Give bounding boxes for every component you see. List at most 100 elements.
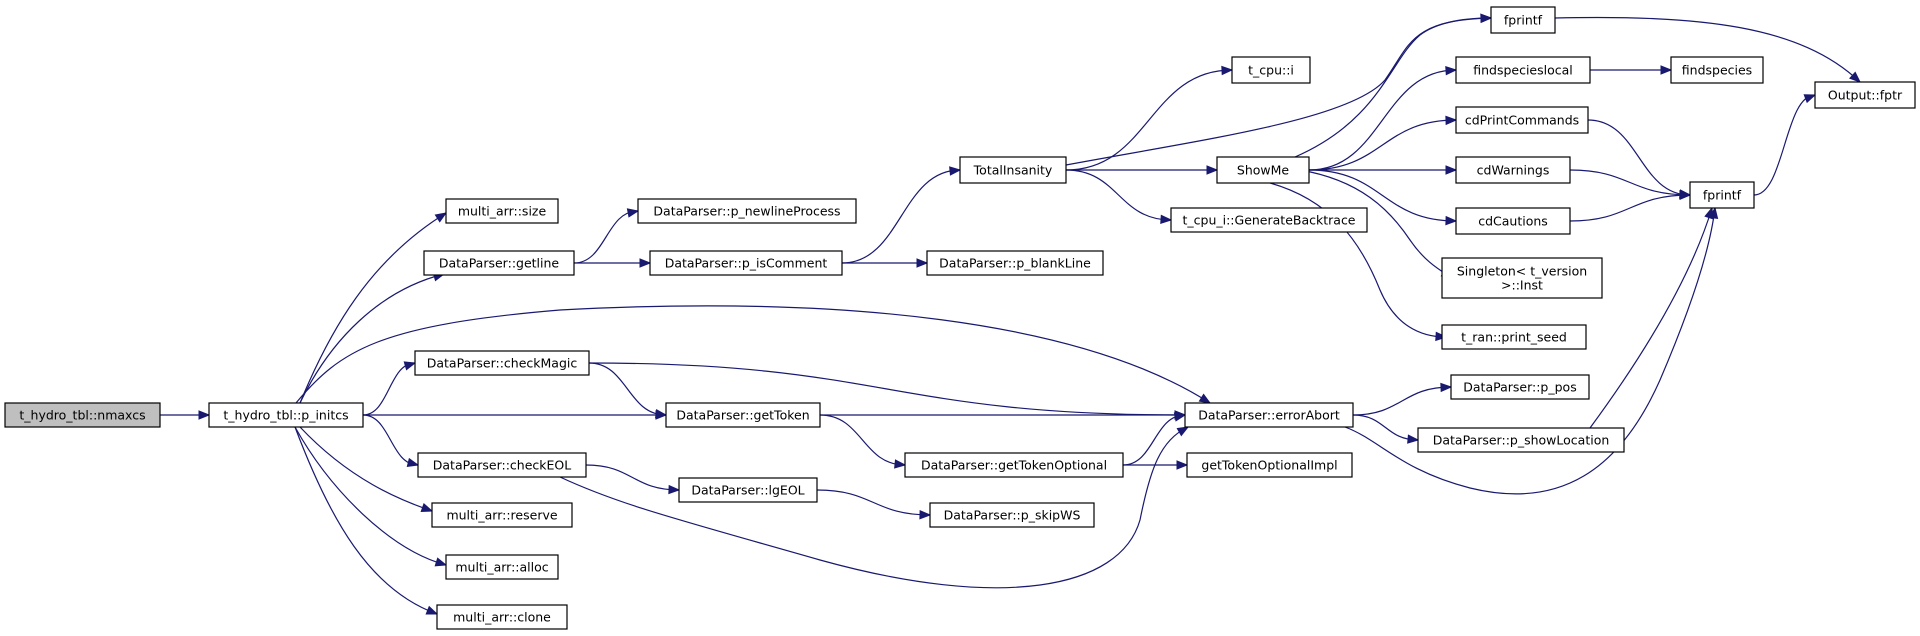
arrowhead-icon [1704, 206, 1714, 220]
arrowhead-icon [894, 459, 907, 469]
node-errorAbort[interactable]: DataParser::errorAbort [1184, 402, 1354, 428]
node-label: DataParser::checkEOL [433, 458, 572, 473]
node-size[interactable]: multi_arr::size [445, 198, 559, 224]
node-box [1455, 106, 1589, 134]
node-label: DataParser::p_isComment [665, 256, 828, 271]
node-p_showLocation[interactable]: DataParser::p_showLocation [1417, 427, 1625, 453]
edge-p_initcs-to-getToken [363, 410, 668, 420]
node-label: t_hydro_tbl::nmaxcs [19, 408, 145, 423]
arrowhead-icon [1176, 426, 1190, 437]
node-t_cpu_i[interactable]: t_cpu::i [1231, 56, 1311, 84]
node-box [1417, 427, 1625, 453]
arrowhead-icon [420, 503, 434, 512]
edge-ShowMe-to-print_seed [1269, 182, 1448, 342]
node-GenerateBacktrace[interactable]: t_cpu_i::GenerateBacktrace [1170, 207, 1368, 233]
edge-line [299, 212, 447, 404]
edge-getline-to-p_isComment [574, 258, 652, 268]
edge-line [1569, 194, 1691, 222]
arrowhead-icon [1445, 115, 1458, 126]
edge-p_initcs-to-size [299, 212, 448, 404]
edge-line [299, 273, 445, 404]
node-p_newlineProcess[interactable]: DataParser::p_newlineProcess [637, 198, 857, 224]
node-box [1689, 181, 1755, 209]
node-box [1455, 207, 1571, 235]
node-print_seed[interactable]: t_ran::print_seed [1441, 324, 1587, 350]
node-ShowMe[interactable]: ShowMe [1216, 156, 1310, 184]
arrowhead-icon [1407, 434, 1420, 444]
node-findspecieslocal[interactable]: findspecieslocal [1455, 56, 1591, 84]
node-p_skipWS[interactable]: DataParser::p_skipWS [929, 502, 1095, 528]
arrowhead-icon [639, 258, 652, 268]
edge-line [362, 362, 416, 416]
node-label: DataParser::getTokenOptional [921, 458, 1107, 473]
node-checkMagic[interactable]: DataParser::checkMagic [414, 350, 590, 376]
edge-p_initcs-to-alloc [294, 426, 448, 567]
node-box [417, 452, 587, 478]
node-checkEOL[interactable]: DataParser::checkEOL [417, 452, 587, 478]
node-getTokenOptionalImpl[interactable]: getTokenOptionalImpl [1186, 452, 1353, 478]
node-TotalInsanity[interactable]: TotalInsanity [959, 156, 1067, 184]
node-label: multi_arr::alloc [455, 560, 548, 575]
edge-findspecieslocal-to-findspecies [1590, 65, 1673, 75]
node-reserve[interactable]: multi_arr::reserve [431, 502, 573, 528]
node-fptr[interactable]: Output::fptr [1814, 81, 1916, 109]
node-label: multi_arr::clone [453, 610, 551, 625]
node-label: t_cpu_i::GenerateBacktrace [1182, 213, 1355, 228]
node-cdWarnings[interactable]: cdWarnings [1455, 156, 1571, 184]
arrowhead-icon [916, 258, 929, 268]
node-box [1441, 324, 1587, 350]
edge-p_initcs-to-getline [299, 272, 446, 404]
edge-fprintf1-to-fptr [1554, 16, 1862, 83]
edge-p_initcs-to-clone [294, 426, 439, 615]
node-box [926, 250, 1104, 276]
node-getTokenOptional[interactable]: DataParser::getTokenOptional [904, 452, 1124, 478]
node-findspecies[interactable]: findspecies [1670, 56, 1764, 84]
node-getline[interactable]: DataParser::getline [423, 250, 575, 276]
edge-cdWarnings-to-fprintf2 [1569, 169, 1692, 200]
arrowhead-icon [1173, 412, 1187, 422]
node-lgEOL[interactable]: DataParser::lgEOL [678, 477, 818, 503]
node-box [678, 477, 818, 503]
node-label: TotalInsanity [973, 163, 1053, 178]
node-label: cdCautions [1478, 214, 1548, 229]
node-fprintf1[interactable]: fprintf [1490, 6, 1556, 34]
node-box [904, 452, 1124, 478]
node-box [1184, 402, 1354, 428]
edge-p_initcs-to-reserve [299, 426, 434, 512]
arrowhead-icon [668, 484, 681, 495]
edge-getTokenOptional-to-getTokenOptionalImpl [1123, 460, 1189, 470]
edge-line [588, 362, 1186, 416]
arrowhead-icon [654, 408, 668, 419]
edge-p_initcs-to-errorAbort [295, 305, 1212, 404]
arrowhead-icon [198, 410, 211, 420]
arrowhead-icon [1849, 71, 1862, 83]
node-label: multi_arr::reserve [446, 508, 557, 523]
edge-TotalInsanity-to-fprintf1 [1065, 13, 1493, 166]
node-p_blankLine[interactable]: DataParser::p_blankLine [926, 250, 1104, 276]
node-cdCautions[interactable]: cdCautions [1455, 207, 1571, 235]
node-fprintf2[interactable]: fprintf [1689, 181, 1755, 209]
arrowhead-icon [1480, 13, 1493, 23]
edge-line [816, 489, 931, 516]
node-p_pos[interactable]: DataParser::p_pos [1450, 374, 1590, 400]
edge-ShowMe-to-cdPrintCommands [1308, 115, 1458, 171]
node-box [1670, 56, 1764, 84]
node-p_initcs[interactable]: t_hydro_tbl::p_initcs [208, 402, 364, 428]
edge-line [1065, 17, 1492, 166]
node-label: DataParser::p_showLocation [1433, 433, 1610, 448]
node-getToken[interactable]: DataParser::getToken [665, 402, 821, 428]
arrowhead-icon [1660, 65, 1673, 75]
node-cdPrintCommands[interactable]: cdPrintCommands [1455, 106, 1589, 134]
node-Singleton[interactable]: Singleton< t_version>::Inst [1441, 257, 1603, 299]
arrowhead-icon [1176, 460, 1189, 470]
node-label: DataParser::lgEOL [691, 483, 804, 498]
node-box [1814, 81, 1916, 109]
edge-TotalInsanity-to-t_cpu_i [1065, 65, 1234, 171]
edge-line [1122, 414, 1186, 466]
node-clone[interactable]: multi_arr::clone [436, 604, 568, 630]
node-box [208, 402, 364, 428]
node-alloc[interactable]: multi_arr::alloc [445, 554, 559, 580]
node-nmaxcs[interactable]: t_hydro_tbl::nmaxcs [4, 402, 161, 428]
node-p_isComment[interactable]: DataParser::p_isComment [649, 250, 843, 276]
